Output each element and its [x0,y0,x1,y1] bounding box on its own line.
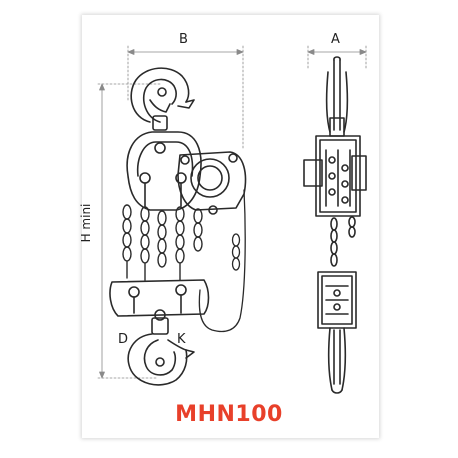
bottom-hook [127,317,195,386]
bottom-block [109,279,210,321]
model-title: MHN100 [175,402,283,427]
load-chain [122,204,203,281]
side-view [303,56,367,394]
top-hook [130,67,195,131]
dimension-a-label: A [331,32,340,47]
dimension-d-label: D [118,332,129,347]
dimension-k-label: K [177,332,186,347]
dimension-b-line [127,45,244,151]
dimension-a-line [307,45,367,71]
hand-chain [198,189,246,333]
dimension-b-label: B [179,32,188,47]
hand-wheel [177,151,247,215]
hoist-housing [126,131,202,211]
dimension-h-label: H mini [79,203,93,243]
